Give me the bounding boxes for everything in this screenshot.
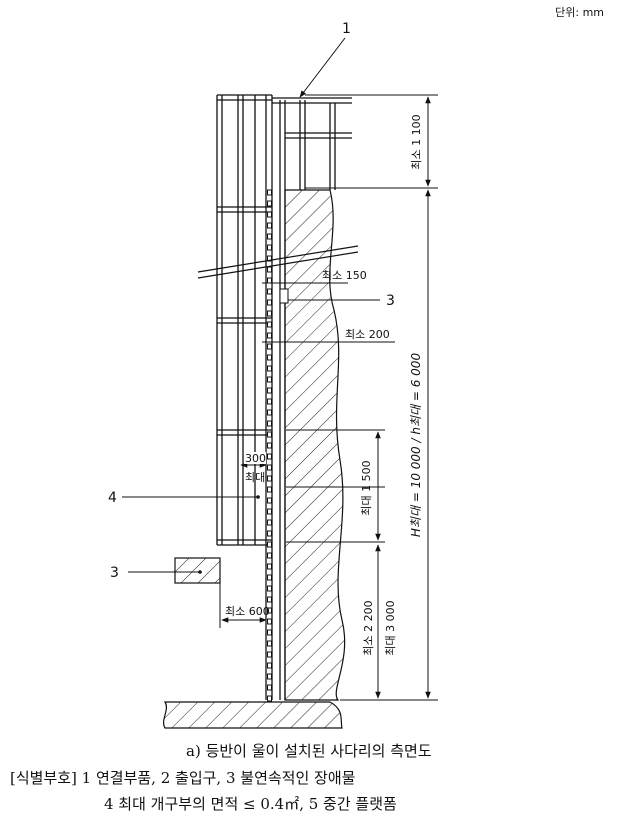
legend-line-2: 4 최대 개구부의 면적 ≤ 0.4㎡, 5 중간 플랫폼	[104, 795, 397, 813]
dim-max3000-label: 최대 3 000	[384, 600, 397, 655]
ladder-rung	[267, 574, 272, 581]
ladder-rung	[267, 321, 272, 328]
obstacle-block	[174, 557, 221, 584]
callout-1-label: 1	[342, 21, 351, 37]
ladder-rung	[267, 244, 272, 251]
ladder-rung	[267, 420, 272, 427]
ladder-rung	[267, 651, 272, 658]
dim-min2200-label: 최소 2 200	[362, 600, 375, 655]
ladder-rungs	[267, 189, 272, 702]
callout-3b-label: 3	[110, 565, 119, 581]
ladder-rung	[267, 486, 272, 493]
ladder-rung	[267, 519, 272, 526]
ladder-rung	[267, 585, 272, 592]
extension-lines	[286, 94, 438, 701]
ladder-rung	[267, 497, 272, 504]
dim-top-min-1100: 최소 1 100	[410, 96, 431, 187]
ladder-rung	[267, 607, 272, 614]
ladder-rung	[267, 277, 272, 284]
dim-min150-label: 최소 150	[322, 269, 367, 282]
dim-min-200: 최소 200	[262, 328, 395, 343]
ladder-rung	[267, 464, 272, 471]
dim-min-2200-max-3000: 최소 2 200 최대 3 000	[362, 544, 397, 699]
ladder-rung	[267, 508, 272, 515]
ladder-rung	[267, 530, 272, 537]
callout-1: 1	[299, 21, 351, 98]
ladder-rung	[267, 222, 272, 229]
ladder-rung	[267, 409, 272, 416]
ladder-rung	[267, 618, 272, 625]
dim-height-max: H최대 = 10 000 / h최대 = 6 000	[409, 189, 431, 699]
callout-3a-label: 3	[386, 293, 395, 309]
dim-min600-label: 최소 600	[225, 605, 270, 618]
ladder-rung	[267, 189, 272, 196]
ladder-rung	[267, 211, 272, 218]
ladder-rung	[267, 310, 272, 317]
ladder-rung	[267, 563, 272, 570]
unit-label: 단위: mm	[555, 6, 604, 19]
callout-4-label: 4	[108, 490, 117, 506]
ladder-rung	[267, 387, 272, 394]
ladder-rung	[267, 662, 272, 669]
callout-4: 4	[108, 490, 260, 506]
dim-min200-label: 최소 200	[345, 328, 390, 341]
ladder-rung	[267, 376, 272, 383]
dim-max-300: 300 최대	[240, 452, 267, 484]
dim-height-label: H최대 = 10 000 / h최대 = 6 000	[409, 353, 423, 538]
ladder-rails	[265, 95, 286, 700]
dim-top-min-label: 최소 1 100	[410, 114, 423, 169]
ladder-rung	[267, 266, 272, 273]
ladder-rung	[267, 200, 272, 207]
dim-max300-num: 300	[245, 452, 266, 465]
ladder-rung	[267, 255, 272, 262]
dim-max-1500: 최대 1 500	[360, 431, 381, 541]
wall-hatched-section	[284, 189, 346, 701]
ladder-rung	[267, 233, 272, 240]
ladder-rung	[267, 695, 272, 702]
ladder-rung	[267, 629, 272, 636]
ladder-cage	[216, 94, 272, 546]
ladder-rung	[267, 288, 272, 295]
callout-3-upper: 3	[279, 288, 395, 309]
dim-max1500-label: 최대 1 500	[360, 460, 373, 515]
ladder-rung	[267, 431, 272, 438]
ladder-rung	[267, 475, 272, 482]
ladder-rung	[267, 354, 272, 361]
ladder-rung	[267, 343, 272, 350]
crossing-obstacle-lines	[197, 245, 359, 279]
ladder-rung	[267, 596, 272, 603]
ladder-rung	[267, 640, 272, 647]
dim-min-600: 최소 600	[219, 583, 270, 628]
ladder-rung	[267, 673, 272, 680]
ladder-rung	[267, 453, 272, 460]
ladder-rung	[267, 398, 272, 405]
callout-3-lower: 3	[110, 565, 202, 581]
ladder-rung	[267, 541, 272, 548]
ladder-rung	[267, 365, 272, 372]
ladder-rung	[267, 332, 272, 339]
top-railing	[272, 97, 352, 190]
ladder-rung	[267, 552, 272, 559]
ladder-rung	[267, 684, 272, 691]
ground-slab	[162, 701, 343, 729]
ladder-rung	[267, 442, 272, 449]
dim-max300-word: 최대	[245, 471, 265, 484]
dim-min-150: 최소 150	[262, 269, 367, 284]
figure-title: a) 등반이 울이 설치된 사다리의 측면도	[186, 742, 432, 760]
ladder-rung	[267, 299, 272, 306]
legend-line-1: [식별부호] 1 연결부품, 2 출입구, 3 불연속적인 장애물	[10, 769, 356, 787]
